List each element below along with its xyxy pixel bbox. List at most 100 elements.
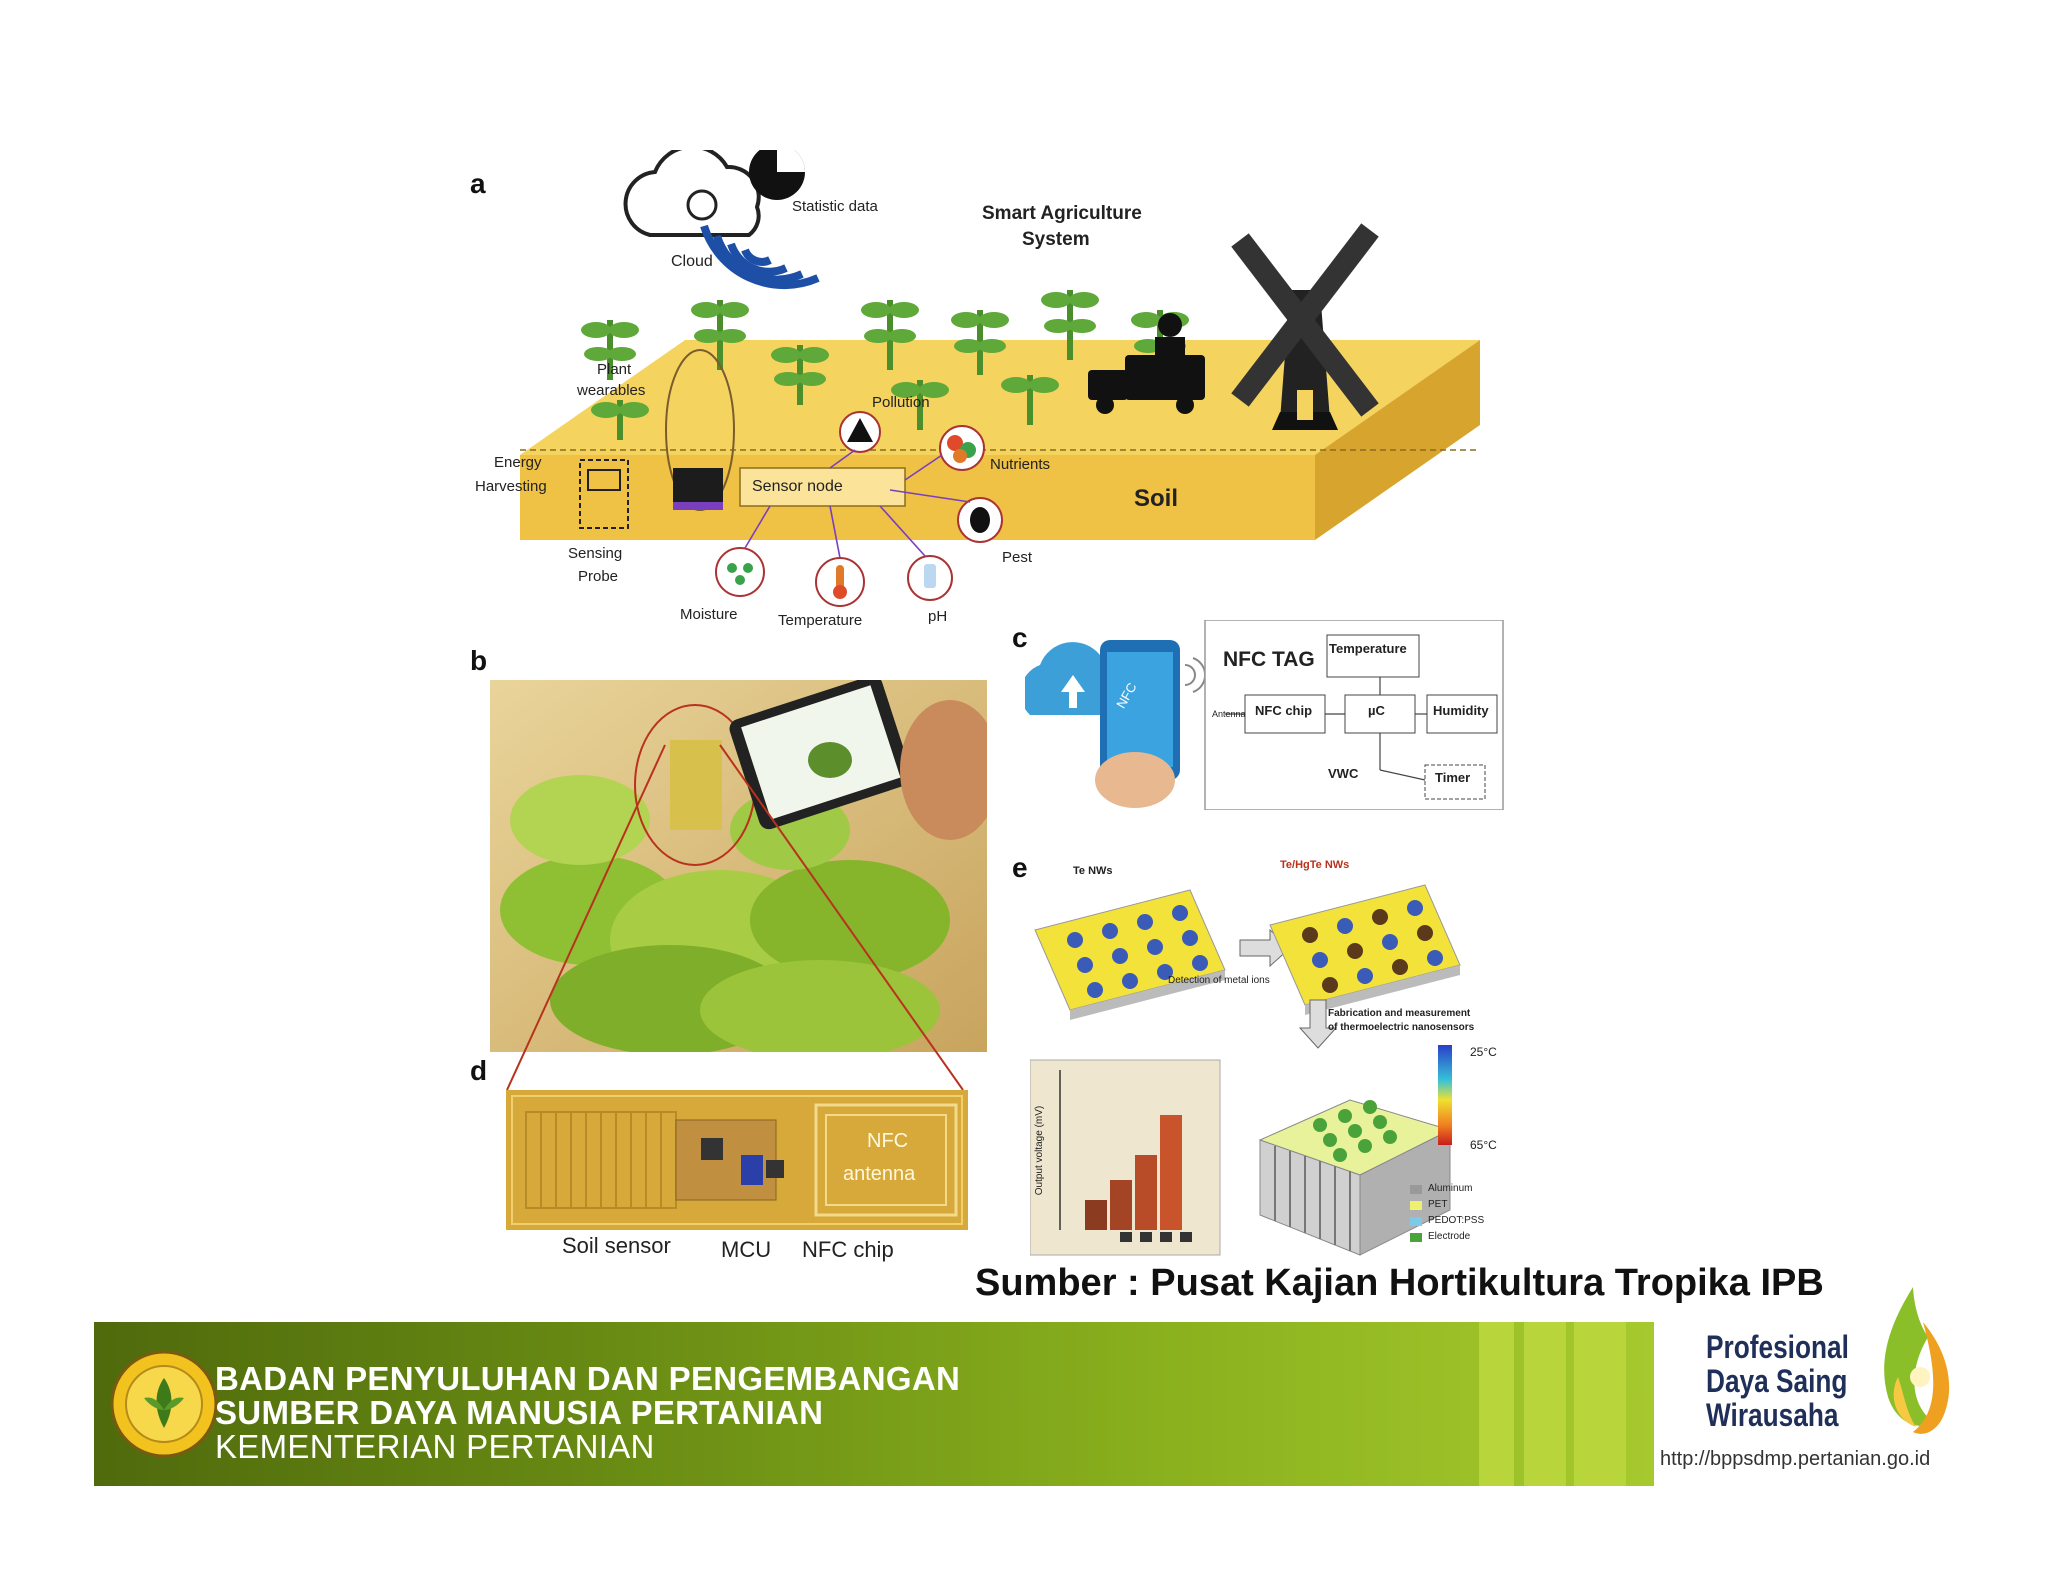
panel-a-letter: a: [470, 168, 486, 199]
legend-electrode-swatch: [1410, 1233, 1422, 1242]
nfc-antenna-label-2: antenna: [843, 1163, 916, 1185]
tehgte-nws-label: Te/HgTe NWs: [1280, 859, 1350, 871]
panel-d-letter: d: [470, 1055, 488, 1086]
panel-b-letter: b: [470, 645, 488, 676]
temperature-label: Temperature: [778, 612, 863, 629]
voltage-bars: [1085, 1115, 1182, 1230]
tehgte-nws-dots: [1302, 900, 1443, 993]
thermoelectric-nanosensor-diagram: [1030, 884, 1461, 1256]
timer-block: [1424, 764, 1486, 800]
cloud-icon: [623, 150, 761, 237]
tagline-wirausaha: Wirausaha: [1706, 1397, 1839, 1433]
windmill-icon: [1231, 223, 1379, 430]
cloud-label: Cloud: [671, 253, 713, 270]
nfc-chip-label: NFC chip: [802, 1237, 894, 1262]
temp-low-label: 65°C: [1470, 1138, 1497, 1152]
footer-stripe: [1524, 1322, 1566, 1486]
temperature-block-label: Temperature: [1329, 641, 1407, 656]
mcu-label: MCU: [721, 1237, 772, 1262]
nfc-tag-label: NFC TAG: [1223, 648, 1315, 671]
zoom-lines: [506, 744, 964, 1090]
statistic-data-label: Statistic data: [792, 198, 878, 215]
timer-block-label: Timer: [1435, 770, 1471, 785]
source-caption: Sumber : Pusat Kajian Hortikultura Tropi…: [975, 1262, 1824, 1304]
temperature-block: [1326, 634, 1420, 678]
fabrication-label-1: Fabrication and measurement: [1328, 1008, 1471, 1019]
energy-harvesting-label-2: Harvesting: [475, 478, 547, 495]
smart-agriculture-title-2: System: [1022, 229, 1090, 250]
nfc-sensor-tag: [670, 740, 722, 830]
soil-front-face: [520, 455, 1315, 540]
legend-pedot-swatch: [1410, 1217, 1422, 1226]
footer-agency-line1: BADAN PENYULUHAN DAN PENGEMBANGAN: [215, 1360, 961, 1397]
pollution-label: Pollution: [872, 394, 930, 411]
energy-harvesting-label-1: Energy: [494, 454, 542, 471]
legend-pet-swatch: [1410, 1201, 1422, 1210]
soil-sensor-label: Soil sensor: [562, 1233, 671, 1258]
nutrients-label: Nutrients: [990, 456, 1051, 473]
footer-agency-line2: SUMBER DAYA MANUSIA PERTANIAN: [215, 1394, 824, 1431]
legend-aluminum: Aluminum: [1428, 1183, 1473, 1194]
output-voltage-ylabel: Output voltage (mV): [1034, 1105, 1046, 1196]
nfc-tag-diagram: [1025, 620, 1504, 810]
farmer-icon: [1158, 313, 1182, 337]
tagline-daya-saing: Daya Saing: [1706, 1363, 1848, 1399]
footer-ministry-line: KEMENTERIAN PERTANIAN: [215, 1428, 655, 1465]
flame-logo: [1884, 1287, 1950, 1434]
soil-label: Soil: [1134, 485, 1179, 512]
legend-aluminum-swatch: [1410, 1185, 1422, 1194]
nfc-antenna-coil: [814, 1103, 958, 1217]
ph-label: pH: [928, 608, 948, 625]
plant-wearables-label-2: wearables: [577, 382, 646, 399]
pie-chart-icon: [749, 150, 805, 200]
footer-stripe: [1574, 1322, 1626, 1486]
antenna-label: Antenna: [1212, 709, 1246, 719]
heatsink-side: [1359, 1129, 1451, 1256]
moisture-label: Moisture: [680, 606, 738, 623]
mcu-chip: [701, 1138, 723, 1160]
panel-c-letter: c: [1012, 622, 1028, 653]
legend-pedot: PEDOT:PSS: [1428, 1215, 1485, 1226]
plant-wearables-label-1: Plant: [597, 361, 632, 378]
website-url[interactable]: http://bppsdmp.pertanian.go.id: [1660, 1448, 1931, 1470]
detection-label: Detection of metal ions: [1168, 975, 1270, 986]
ministry-logo: [110, 1350, 218, 1458]
hand: [900, 700, 987, 840]
legend-pet: PET: [1428, 1199, 1448, 1210]
fabrication-label-2: of thermoelectric nanosensors: [1328, 1022, 1475, 1033]
nfc-antenna-label-1: NFC: [867, 1130, 909, 1152]
soil-sensor-traces: [525, 1111, 677, 1209]
footer-banner: BADAN PENYULUHAN DAN PENGEMBANGAN SUMBER…: [94, 1322, 1654, 1486]
electrode-dots: [1313, 1100, 1397, 1162]
legend-electrode: Electrode: [1428, 1231, 1471, 1242]
temperature-scale: [1438, 1045, 1452, 1145]
sensing-probe-label-2: Probe: [578, 568, 619, 585]
sensing-probe-label-1: Sensing: [568, 545, 623, 562]
te-nws-label: Te NWs: [1073, 865, 1113, 877]
vwc-label: VWC: [1328, 766, 1359, 781]
soil-top-surface: [520, 340, 1480, 455]
tagline-profesional: Profesional: [1706, 1329, 1849, 1365]
te-nws-plate: [1034, 889, 1226, 1011]
soil-side-face: [1315, 340, 1480, 540]
arrow-down-icon: [1298, 999, 1338, 1049]
smart-agriculture-illustration: [520, 150, 1480, 607]
moisture-icon: [715, 547, 765, 597]
nfc-chip: [741, 1155, 763, 1185]
sensor-node-box: [739, 467, 906, 507]
nfc-sensor-board: [506, 1090, 968, 1230]
uc-block: [1344, 694, 1416, 734]
humidity-block-label: Humidity: [1433, 703, 1489, 718]
uc-block-label: µC: [1368, 703, 1385, 718]
footer-stripe: [1479, 1322, 1514, 1486]
pest-label: Pest: [1002, 549, 1033, 566]
battery-icon: [587, 469, 621, 491]
tehgte-nws-plate: [1269, 884, 1461, 1006]
smartphone-icon: [729, 680, 913, 830]
plant-photo: [490, 680, 987, 1052]
nfc-chip-block: [1244, 694, 1326, 734]
te-nws-dots: [1067, 905, 1208, 998]
truck-icon: [1088, 313, 1205, 414]
smart-agriculture-title-1: Smart Agriculture: [982, 203, 1142, 224]
temp-high-label: 25°C: [1470, 1045, 1497, 1059]
